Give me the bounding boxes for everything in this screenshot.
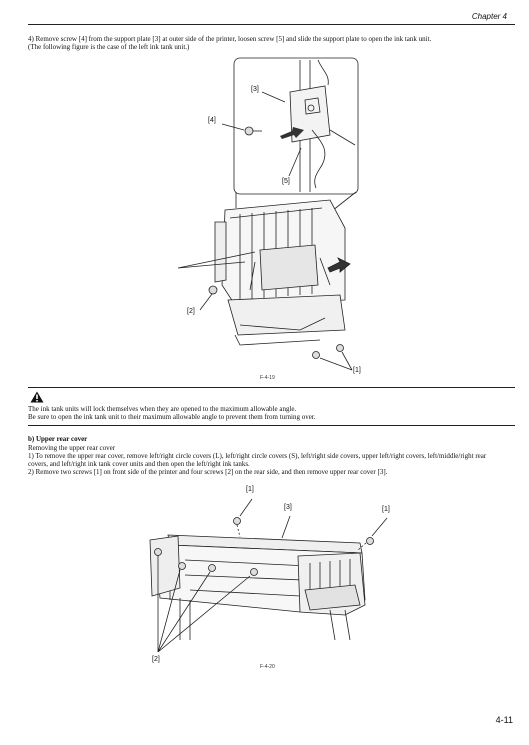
figure-1-drawing bbox=[177, 57, 359, 371]
fig1-caption: F-4-19 bbox=[260, 375, 275, 381]
caution-bottom-rule bbox=[28, 425, 515, 426]
fig1-label-1: [1] bbox=[353, 367, 361, 374]
section-b-step1-b: covers, and left/right ink tank cover un… bbox=[28, 460, 250, 468]
step4-line1: 4) Remove screw [4] from the support pla… bbox=[28, 35, 432, 43]
detail-callout-box bbox=[233, 57, 359, 195]
fig2-caption: F-4-20 bbox=[260, 664, 275, 670]
fig1-label-4: [4] bbox=[208, 117, 216, 124]
caution-line2: Be sure to open the ink tank unit to the… bbox=[28, 413, 316, 421]
fig2-label-2: [2] bbox=[152, 656, 160, 663]
section-b-subheading: Removing the upper rear cover bbox=[28, 444, 116, 452]
fig2-label-1-front-left: [1] bbox=[246, 486, 254, 493]
slide-arrow-icon bbox=[280, 127, 304, 139]
fig2-label-1-front-right: [1] bbox=[382, 506, 390, 513]
fig2-label-3: [3] bbox=[284, 504, 292, 511]
warning-triangle-icon bbox=[30, 391, 44, 403]
section-b-step1-a: 1) To remove the upper rear cover, remov… bbox=[28, 452, 487, 460]
section-b-step2: 2) Remove two screws [1] on front side o… bbox=[28, 468, 388, 476]
chapter-header: Chapter 4 bbox=[471, 12, 507, 21]
caution-top-rule bbox=[28, 387, 515, 388]
section-b-heading: b) Upper rear cover bbox=[28, 435, 88, 443]
fig1-label-3: [3] bbox=[251, 86, 259, 93]
caution-line1: The ink tank units will lock themselves … bbox=[28, 405, 297, 413]
step4-line2: (The following figure is the case of the… bbox=[28, 43, 190, 51]
fig1-label-2: [2] bbox=[187, 308, 195, 315]
header-rule bbox=[28, 24, 515, 25]
page-number: 4-11 bbox=[495, 715, 513, 725]
fig1-label-5: [5] bbox=[282, 178, 290, 185]
